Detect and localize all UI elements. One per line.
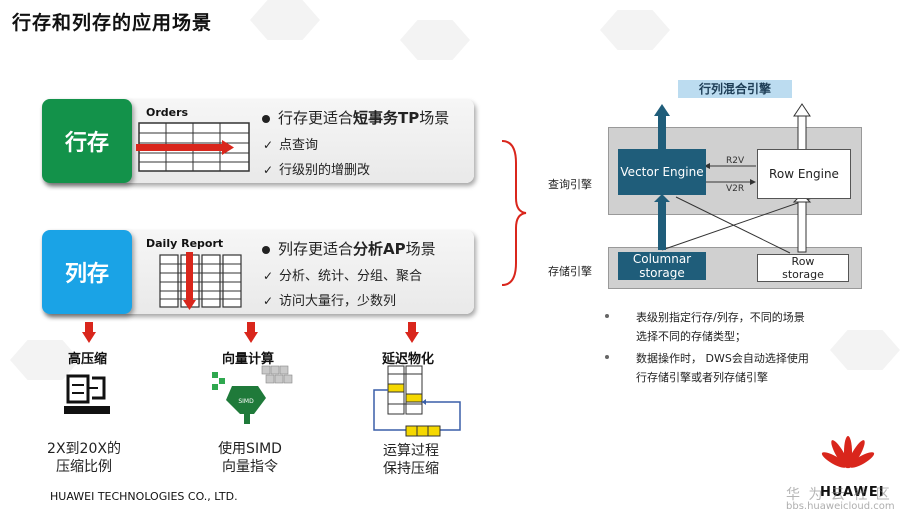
column-store-sub-point: ✓分析、统计、分组、聚合: [263, 269, 423, 284]
compression-icon: [64, 374, 110, 414]
community-url-watermark: bbs.huaweicloud.com: [786, 501, 895, 512]
down-arrow-icon: [82, 322, 96, 343]
bullet-dot: [262, 114, 270, 123]
check-icon: ✓: [263, 269, 274, 283]
feature-title-vector: 向量计算: [222, 352, 275, 367]
bullet-dot: [605, 314, 609, 318]
v2r-label: V2R: [726, 184, 745, 194]
note-item: 数据操作时， DWS会自动选择使用 行存储引擎或者列存储引擎: [605, 349, 809, 387]
note-item: 表级别指定行存/列存，不同的场景 选择不同的存储类型；: [605, 308, 805, 346]
decor-hexagon: [250, 0, 320, 40]
hybrid-engine-label: 行列混合引擎: [678, 80, 792, 98]
row-store-sub-point: ✓行级别的增删改: [263, 163, 371, 178]
engine-connectors: [654, 103, 816, 254]
huawei-brand-text: HUAWEI: [820, 485, 885, 500]
late-materialization-icon: [373, 365, 461, 437]
simd-chip-icon: SIMD: [212, 365, 293, 424]
column-store-tag: 列存: [42, 230, 132, 314]
feature-title-compression: 高压缩: [68, 352, 108, 367]
feature-title-late-materialization: 延迟物化: [382, 352, 435, 367]
check-icon: ✓: [263, 138, 274, 152]
page-title: 行存和列存的应用场景: [12, 12, 213, 34]
feature-desc-compression: 2X到20X的 压缩比例: [47, 441, 121, 475]
huawei-logo-icon: [821, 436, 875, 469]
columnar-storage-node: Columnar storage: [618, 252, 706, 280]
check-icon: ✓: [263, 294, 274, 308]
simd-chip-label: SIMD: [238, 398, 254, 405]
community-watermark: 华 为 云 社 区: [786, 487, 892, 503]
column-store-main-point: 列存更适合分析AP场景: [262, 238, 436, 259]
row-storage-node: Row storage: [757, 254, 849, 282]
daily-report-table-icon: [159, 252, 242, 310]
decor-hexagon: [830, 330, 900, 370]
storage-engine-label: 存储引擎: [548, 265, 592, 278]
decor-hexagon: [400, 20, 470, 60]
orders-thumbnail-title: Orders: [146, 106, 189, 119]
query-engine-label: 查询引擎: [548, 178, 592, 191]
r2v-label: R2V: [726, 156, 745, 166]
orders-table-icon: [136, 122, 250, 172]
row-store-sub-point: ✓点查询: [263, 138, 319, 153]
column-store-sub-point: ✓访问大量行，少数列: [263, 294, 397, 309]
row-store-main-point: 行存更适合短事务TP场景: [262, 107, 449, 128]
decor-hexagon: [600, 10, 670, 50]
feature-desc-late-materialization: 运算过程 保持压缩: [383, 443, 439, 477]
feature-desc-vector: 使用SIMD 向量指令: [218, 441, 282, 475]
vector-engine-node: Vector Engine: [618, 149, 706, 195]
check-icon: ✓: [263, 163, 274, 177]
daily-report-thumbnail-title: Daily Report: [146, 237, 224, 250]
down-arrow-icon: [405, 322, 419, 343]
row-store-tag: 行存: [42, 99, 132, 183]
company-footer: HUAWEI TECHNOLOGIES CO., LTD.: [50, 490, 238, 503]
bullet-dot: [262, 245, 270, 254]
bullet-dot: [605, 355, 609, 359]
row-engine-node: Row Engine: [757, 149, 851, 199]
right-brace-icon: [501, 140, 527, 286]
down-arrow-icon: [244, 322, 258, 343]
